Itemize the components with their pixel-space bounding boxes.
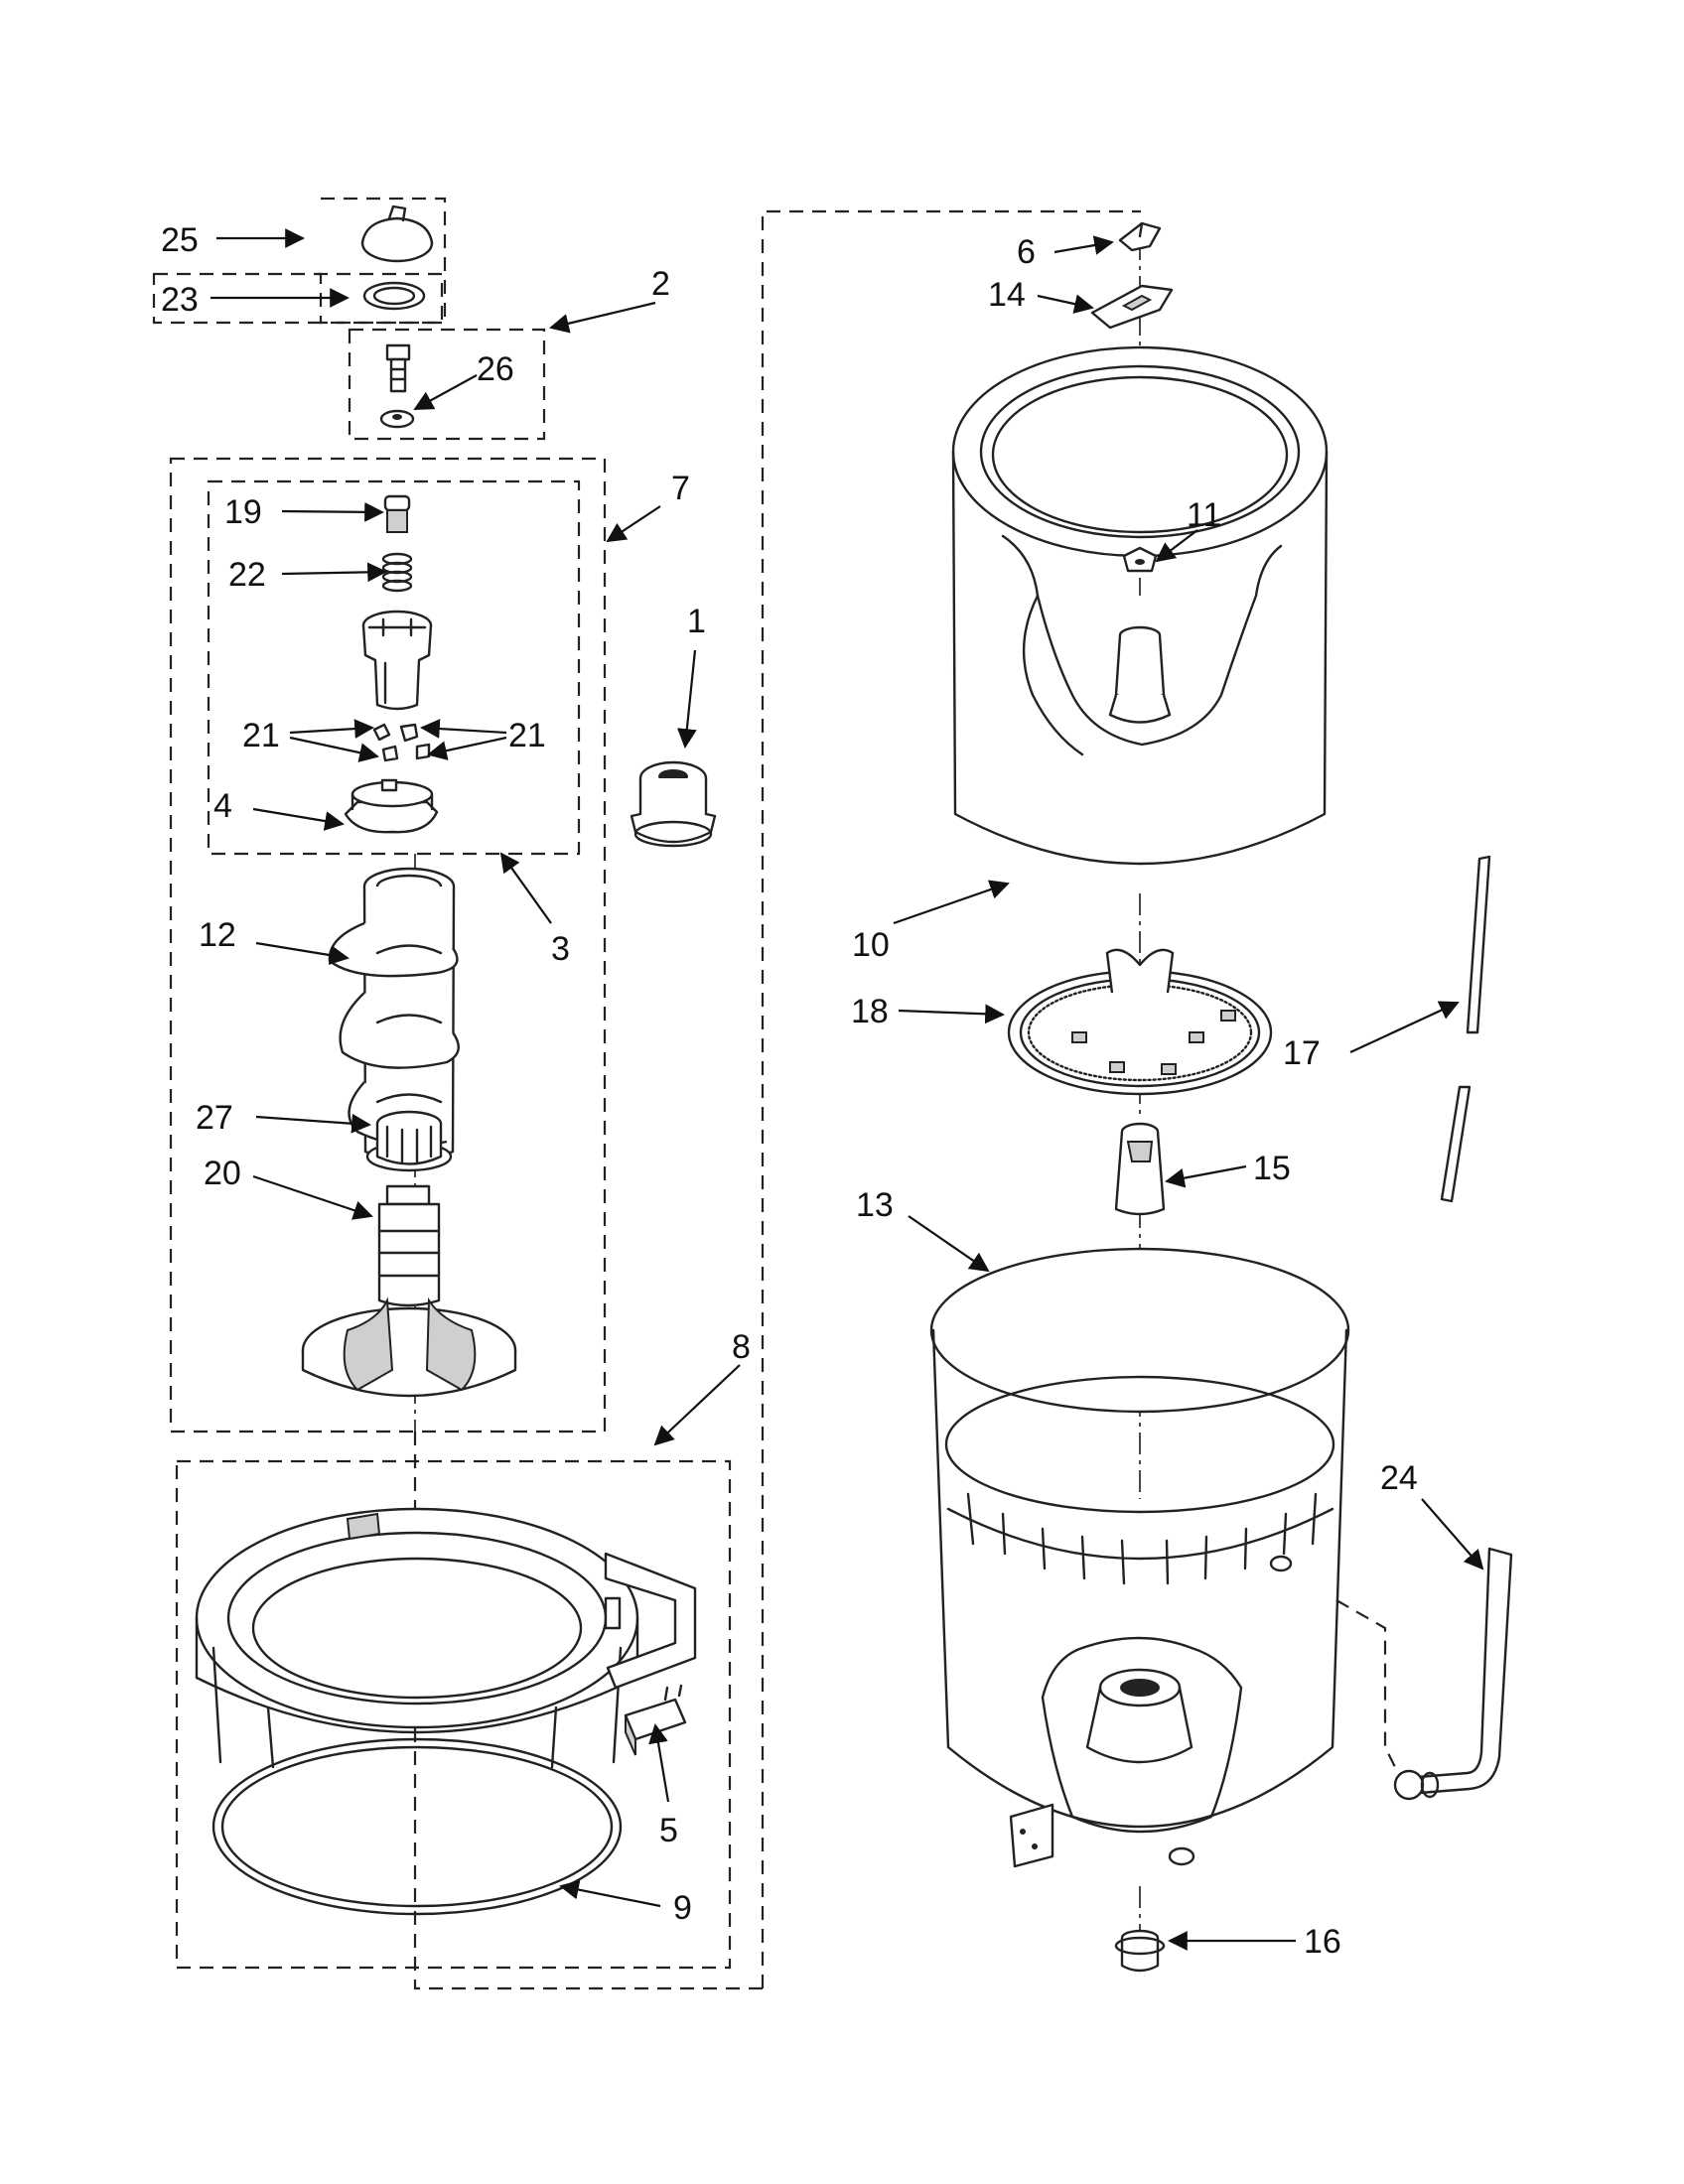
part-14-bracket <box>1090 284 1174 330</box>
callout-14: 14 <box>988 276 1026 314</box>
callout-9: 9 <box>673 1889 692 1927</box>
callout-3: 3 <box>551 930 570 968</box>
callout-17: 17 <box>1283 1034 1321 1072</box>
callout-2: 2 <box>651 265 670 303</box>
part-5-switch <box>624 1684 687 1756</box>
callout-7: 7 <box>671 470 690 507</box>
part-20-agitator-base <box>301 1184 517 1398</box>
callout-11: 11 <box>1187 496 1221 534</box>
box-cap-25 <box>310 197 447 325</box>
callout-22: 22 <box>228 556 266 594</box>
part-24-drain-hose <box>1393 1547 1513 1801</box>
part-6-clip <box>1118 221 1162 252</box>
part-26-bolt <box>379 343 415 429</box>
callout-23: 23 <box>161 281 199 319</box>
callout-25: 25 <box>161 221 199 259</box>
part-17-hose <box>1440 855 1491 1203</box>
callout-4: 4 <box>213 787 232 825</box>
box-agitator-7 <box>169 457 607 1433</box>
part-27-coupler <box>375 1110 443 1165</box>
callout-5: 5 <box>659 1812 678 1849</box>
box-seal-23 <box>152 272 444 325</box>
part-9-gasket <box>211 1737 623 1916</box>
part-1-hub <box>630 760 717 848</box>
callout-numbers: 25 23 2 26 7 19 22 21 21 4 3 1 12 27 20 … <box>161 221 1418 1961</box>
callout-24: 24 <box>1380 1459 1418 1497</box>
callout-16: 16 <box>1304 1923 1341 1961</box>
callout-1: 1 <box>687 603 706 640</box>
box-ring-8 <box>175 1459 732 1970</box>
callout-8: 8 <box>732 1328 751 1366</box>
callout-19: 19 <box>224 493 262 531</box>
callout-20: 20 <box>204 1155 241 1192</box>
callout-6: 6 <box>1017 233 1036 271</box>
part-4-cam-ring <box>344 778 439 834</box>
callout-26: 26 <box>477 350 514 388</box>
callout-12: 12 <box>199 916 236 954</box>
part-13-tub <box>929 1247 1350 1868</box>
part-10-basket <box>951 345 1329 866</box>
part-dog-cam <box>361 610 433 711</box>
callout-18: 18 <box>851 993 889 1030</box>
callout-27: 27 <box>196 1099 233 1137</box>
part-23-seal <box>362 281 426 311</box>
part-16-drain-plug <box>1114 1929 1166 1973</box>
part-25-agitator-cap <box>360 205 434 263</box>
leader-arrows <box>210 228 1484 1951</box>
box-bolt-2 <box>348 328 546 441</box>
part-21-dogs <box>372 723 431 762</box>
part-18-pump-brush <box>1007 948 1273 1096</box>
group-boxes <box>152 197 1401 1990</box>
part-22-spring <box>381 552 413 593</box>
callout-10: 10 <box>852 926 890 964</box>
connector-line-hose <box>1335 1599 1401 1778</box>
callout-21-left: 21 <box>242 717 280 754</box>
part-8-ring <box>195 1507 697 1769</box>
callout-21-right: 21 <box>508 717 546 754</box>
callout-15: 15 <box>1253 1150 1291 1187</box>
callout-13: 13 <box>856 1186 894 1224</box>
box-dogs-3 <box>207 479 581 856</box>
part-15-coupling <box>1114 1122 1166 1216</box>
part-19-retainer <box>383 494 411 533</box>
